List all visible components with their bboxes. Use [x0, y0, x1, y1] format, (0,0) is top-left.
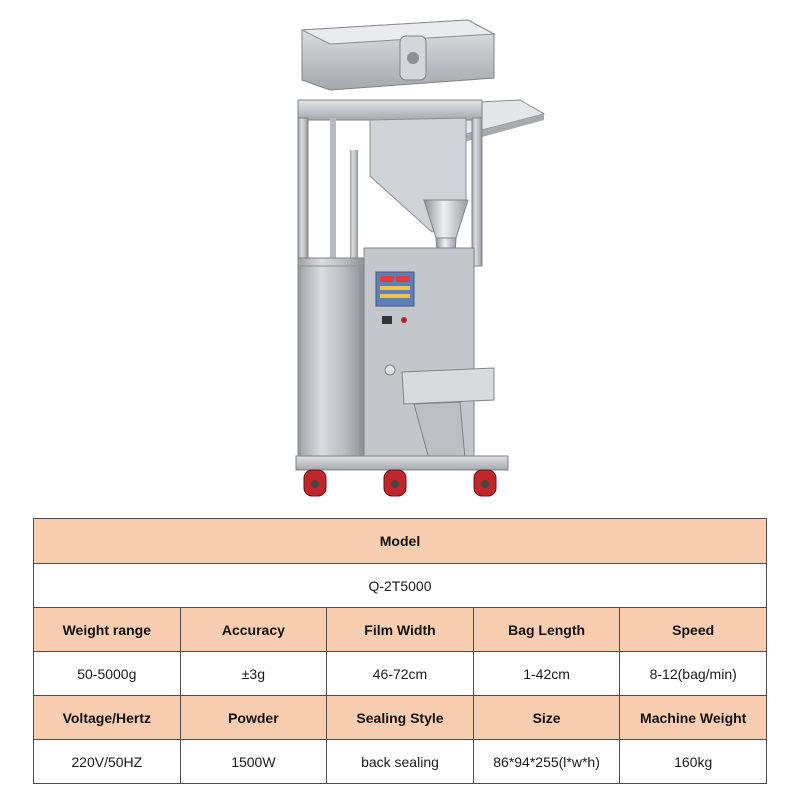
header-size: Size	[472, 695, 621, 740]
model-value-row: Q-2T5000	[33, 563, 767, 608]
header-film-width: Film Width	[326, 607, 474, 652]
value-accuracy: ±3g	[179, 651, 328, 696]
header-row-2: Voltage/Hertz Powder Sealing Style Size …	[33, 695, 767, 740]
value-film-width: 46-72cm	[326, 651, 474, 696]
model-label: Model	[33, 518, 767, 564]
packing-machine-icon	[295, 19, 546, 497]
value-weight-range: 50-5000g	[33, 651, 181, 696]
value-speed: 8-12(bag/min)	[619, 651, 767, 696]
header-bag-length: Bag Length	[472, 607, 621, 652]
value-size: 86*94*255(l*w*h)	[472, 739, 621, 784]
header-powder: Powder	[179, 695, 328, 740]
value-powder: 1500W	[179, 739, 328, 784]
spec-table: Model Q-2T5000 Weight range Accuracy Fil…	[33, 518, 767, 784]
header-speed: Speed	[619, 607, 767, 652]
header-voltage-hertz: Voltage/Hertz	[33, 695, 181, 740]
header-machine-weight: Machine Weight	[619, 695, 767, 740]
value-machine-weight: 160kg	[619, 739, 767, 784]
header-sealing-style: Sealing Style	[326, 695, 474, 740]
header-row-1: Weight range Accuracy Film Width Bag Len…	[33, 607, 767, 652]
value-bag-length: 1-42cm	[472, 651, 621, 696]
header-accuracy: Accuracy	[179, 607, 328, 652]
header-weight-range: Weight range	[33, 607, 181, 652]
model-header-row: Model	[33, 518, 767, 564]
value-sealing-style: back sealing	[326, 739, 474, 784]
model-value: Q-2T5000	[33, 563, 767, 608]
value-voltage-hertz: 220V/50HZ	[33, 739, 181, 784]
value-row-1: 50-5000g ±3g 46-72cm 1-42cm 8-12(bag/min…	[33, 651, 767, 696]
value-row-2: 220V/50HZ 1500W back sealing 86*94*255(l…	[33, 739, 767, 784]
product-photo	[295, 19, 546, 497]
